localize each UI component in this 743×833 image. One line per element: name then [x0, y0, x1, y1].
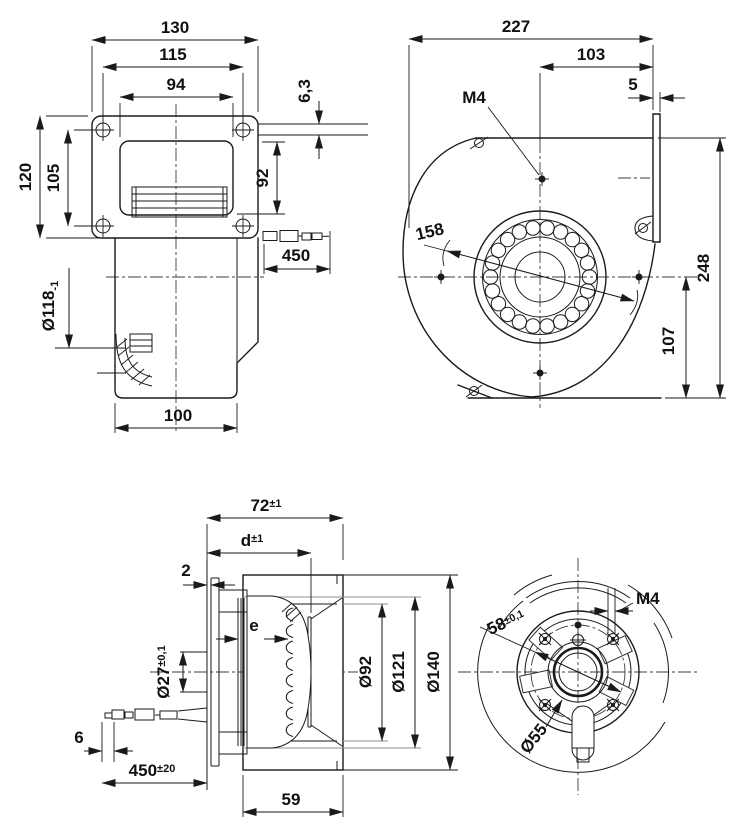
housing-screw-points: [434, 172, 646, 380]
rotor-vent-slots: [281, 602, 302, 737]
dim-m4-rear: M4: [590, 588, 660, 633]
dim-e: e: [216, 616, 289, 643]
housing-body-outline: [114, 237, 259, 399]
dim-92: 92: [237, 141, 285, 215]
dim-248: 248: [658, 137, 726, 399]
inlet-opening: [119, 140, 234, 216]
dim-label-58: 58±0,1: [484, 605, 528, 639]
dim-label-100: 100: [164, 406, 192, 425]
dim-d121: Ø121: [389, 596, 419, 749]
dim-105: 105: [44, 129, 93, 227]
dim-118: Ø118-1: [39, 268, 73, 349]
dim-label-227: 227: [502, 17, 530, 36]
dim-158: 158: [414, 219, 639, 316]
cable-leads: [262, 230, 329, 242]
outlet-flange: [652, 113, 661, 243]
dim-94: 94: [119, 75, 234, 137]
dim-115: 115: [102, 45, 244, 121]
dim-130: 130: [91, 18, 259, 112]
motor-rear-view: M4 58±0,1 Ø55: [458, 558, 700, 795]
dim-label-248: 248: [694, 254, 713, 282]
dim-label-72: 72±1: [250, 496, 281, 515]
dim-59: 59: [242, 775, 344, 817]
rear-screws: [538, 621, 620, 712]
dim-label-107: 107: [659, 327, 678, 355]
scroll-outline: [402, 137, 656, 398]
dim-label-d: d±1: [241, 531, 264, 550]
stator-stack: [237, 598, 245, 746]
dim-label-55: Ø55: [516, 720, 551, 757]
dim-label-m4-side: M4: [462, 88, 486, 107]
flange-outline: [91, 115, 259, 239]
dim-label-d121: Ø121: [389, 651, 408, 693]
dim-d: d±1: [206, 531, 312, 613]
dim-107: 107: [659, 276, 690, 399]
dim-450-motor: 450±20: [101, 761, 208, 787]
dim-label-d140: Ø140: [424, 651, 443, 693]
dim-label-6: 6: [74, 728, 83, 747]
dim-label-59: 59: [282, 790, 301, 809]
side-view: 227 103 5 M4 158 248: [398, 17, 726, 408]
dim-label-115: 115: [159, 45, 186, 64]
dim-6: 6: [74, 722, 133, 762]
dim-label-450-motor: 450±20: [129, 761, 176, 780]
screw-tabs: [465, 136, 654, 398]
dim-103: 103: [539, 45, 654, 140]
rear-cable-gland: [545, 702, 612, 763]
dim-2: 2: [181, 561, 235, 589]
motor-cable-leads: [104, 707, 208, 723]
dim-label-120: 120: [16, 163, 35, 191]
dim-label-d92: Ø92: [356, 656, 375, 688]
dim-27: Ø27±0,1: [154, 645, 187, 699]
dim-label-2: 2: [181, 561, 190, 580]
dim-d92: Ø92: [356, 603, 386, 742]
dim-label-27: Ø27±0,1: [154, 645, 173, 698]
slot-strip: [258, 123, 368, 136]
dim-label-m4-rear: M4: [636, 589, 660, 608]
dim-label-158: 158: [414, 219, 446, 244]
motor-side-view: 72±1 d±1 2 e Ø27±0,1 6 450±: [74, 496, 458, 817]
bottom-corner-chamfer: [457, 384, 493, 399]
motor-flange: [210, 577, 248, 767]
flange-mounting-holes: [92, 119, 254, 237]
dim-label-118: Ø118-1: [39, 281, 61, 331]
cable-gland-detail: [55, 333, 153, 387]
dim-label-5: 5: [628, 75, 637, 94]
dim-label-103: 103: [577, 45, 605, 64]
dim-450-front: 450: [263, 231, 331, 274]
dim-label-105: 105: [44, 164, 63, 192]
dim-d140: Ø140: [424, 574, 454, 771]
dim-label-92: 92: [253, 169, 272, 188]
dim-5: 5: [628, 75, 685, 112]
dim-label-130: 130: [161, 18, 189, 37]
dim-72: 72±1: [206, 496, 344, 562]
dim-label-e: e: [249, 616, 258, 635]
dim-6-3: 6,3: [295, 79, 323, 159]
front-view: 130 115 94 6,3 120 105: [16, 18, 368, 434]
dim-label-6-3: 6,3: [295, 79, 314, 103]
dim-label-94: 94: [167, 75, 186, 94]
impeller-through-opening: [131, 186, 228, 218]
housing-silhouette-arcs: [477, 574, 673, 773]
dim-227: 227: [408, 17, 654, 228]
dim-label-450-front: 450: [282, 246, 310, 265]
dim-m4-side: M4: [462, 88, 540, 176]
dim-120: 120: [16, 115, 112, 239]
bell-struts: [519, 626, 635, 707]
dim-100: 100: [114, 403, 238, 433]
